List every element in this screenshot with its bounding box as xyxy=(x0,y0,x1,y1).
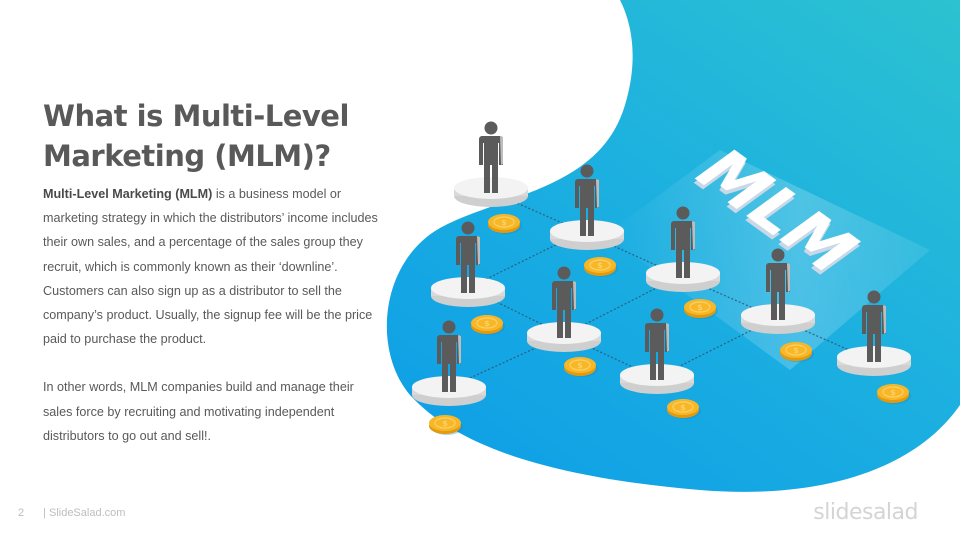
slide-footer: 2 | SlideSalad.com xyxy=(18,507,125,519)
page-number: 2 xyxy=(18,507,25,519)
summary-paragraph: In other words, MLM companies build and … xyxy=(43,380,354,443)
slide-title: What is Multi-Level Marketing (MLM)? xyxy=(43,99,349,173)
definition-paragraph: Multi-Level Marketing (MLM) is a busines… xyxy=(43,182,383,351)
distributor-node xyxy=(454,121,528,207)
definition-text: is a business model or marketing strateg… xyxy=(43,187,378,347)
footer-site-link: | SlideSalad.com xyxy=(43,507,126,519)
brand-logo: slidesalad xyxy=(813,500,918,525)
slide-body: Multi-Level Marketing (MLM) is a busines… xyxy=(43,182,383,448)
definition-term: Multi-Level Marketing (MLM) xyxy=(43,187,213,201)
